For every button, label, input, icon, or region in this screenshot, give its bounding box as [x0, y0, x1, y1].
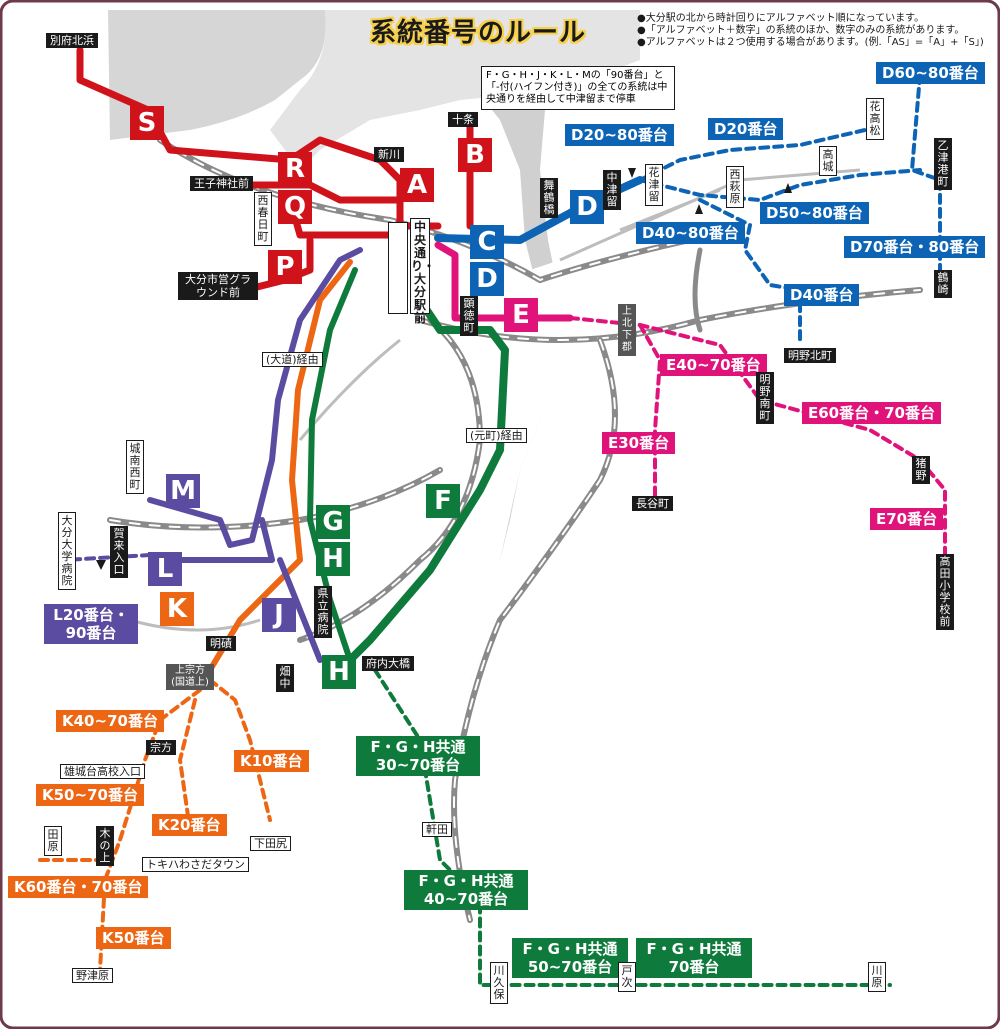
stop-oujijinja: 王子神社前: [190, 176, 253, 191]
stop-hanatsudome: 花津留: [645, 164, 663, 206]
stop-munakata: 宗方: [146, 740, 176, 755]
stop-hanatakamatsu: 花高松: [866, 98, 884, 140]
stop-kentoku: 顕徳町: [460, 296, 478, 336]
stop-hatanaka: 畑中: [276, 664, 294, 692]
route-letter-d: D: [470, 262, 504, 296]
route-letter-h-south: H: [322, 655, 356, 689]
route-letter-q: Q: [278, 190, 312, 224]
stop-tahara: 田原: [44, 826, 62, 856]
stop-juujou: 十条: [448, 112, 478, 127]
route-label-e60-70: E60番台・70番台: [802, 402, 941, 424]
route-letter-p: P: [268, 250, 302, 284]
route-label-k50-70: K50~70番台: [36, 784, 144, 806]
route-label-k10: K10番台: [234, 750, 309, 772]
stop-kawahara: 川原: [868, 962, 886, 992]
route-label-k60-70: K60番台・70番台: [8, 876, 149, 898]
stop-akeno-minami: 明野南町: [756, 372, 774, 424]
stop-takajou: 高城: [819, 146, 837, 176]
route-letter-e: E: [504, 298, 538, 332]
stop-nokita: 軒田: [422, 822, 452, 837]
route-label-fgh-50-70: F・G・H共通 50~70番台: [512, 938, 628, 978]
route-label-k40-70: K40~70番台: [56, 710, 164, 732]
stop-myouban: 明磧: [206, 636, 236, 651]
stop-akeno-kita: 明野北町: [784, 348, 836, 363]
route-label-e70: E70番台: [870, 508, 944, 530]
stop-funaiohashi: 府内大橋: [362, 656, 414, 671]
route-letter-h: H: [316, 542, 350, 576]
stop-toji: 戸次: [618, 962, 636, 992]
stop-kaku-iriguchi: 賀来入口: [110, 526, 128, 578]
stop-tsurusaki: 鶴崎: [934, 270, 952, 298]
central-route-callout: F・G・H・J・K・L・Mの「90番台」と「-付(ハイフン付き)」の全ての系統は…: [481, 66, 675, 110]
route-label-k50: K50番台: [96, 927, 171, 949]
route-letter-s: S: [130, 106, 164, 140]
via-daidou: (大道)経由: [262, 352, 323, 367]
note-3: ●アルファベットは２つ使用する場合があります。(例.「AS」=「A」+「S」): [637, 37, 984, 48]
route-letter-g: G: [316, 505, 350, 539]
stop-kinoue: 木の上: [96, 826, 114, 866]
coast-area: [270, 10, 640, 170]
route-letter-b: B: [458, 138, 492, 172]
center-station-label: 中央通り・大分駅前: [410, 218, 436, 325]
stop-takada: 高田小学校前: [936, 554, 954, 630]
stop-inokino: 猪野: [912, 456, 930, 484]
route-letter-d-east: D: [570, 190, 604, 224]
route-label-fgh-70: F・G・H共通 70番台: [636, 938, 752, 978]
stop-hasedani: 長谷町: [632, 496, 673, 511]
stop-ottsukou: 乙津港町: [934, 138, 952, 190]
stop-tokiwa: トキハわさだタウン: [142, 857, 249, 872]
land-south: [108, 180, 920, 930]
stop-shinkawa: 新川: [374, 147, 404, 162]
stop-noduhara: 野津原: [72, 968, 113, 983]
page-title: 系統番号のルール: [370, 18, 587, 48]
route-label-e30: E30番台: [602, 432, 676, 454]
route-label-d40-80: D40~80番台: [636, 222, 745, 244]
center-station-label-2: [388, 222, 408, 314]
stop-kawakubo: 川久保: [490, 962, 508, 1004]
route-label-d20: D20番台: [708, 118, 784, 140]
route-letter-k: K: [160, 592, 194, 626]
legend-notes: ●大分駅の北から時計回りにアルファベット順になっています。 ●「アルファベット＋…: [637, 13, 984, 49]
via-motomachi: (元町)経由: [466, 428, 527, 443]
route-letter-r: R: [278, 152, 312, 186]
stop-kamimunakata: 上宗方(国道上): [166, 664, 214, 690]
stop-nishikasuga: 西春日町: [254, 192, 272, 246]
note-1: ●大分駅の北から時計回りにアルファベット順になっています。: [637, 13, 925, 24]
route-letter-j: J: [262, 598, 296, 632]
stop-kenritsu: 県立病院: [314, 586, 332, 638]
stop-maizuru: 舞鶴橋: [540, 178, 558, 218]
route-letter-a: A: [400, 168, 434, 202]
route-label-fgh-40-70: F・G・H共通 40~70番台: [404, 870, 528, 910]
route-label-fgh-30-70: F・G・H共通 30~70番台: [356, 736, 480, 776]
stop-nishihagi: 西萩原: [726, 166, 744, 208]
stop-kenboku: 上北下郡: [618, 304, 636, 356]
route-letter-m: M: [166, 474, 200, 508]
route-label-d50-80: D50~80番台: [760, 202, 869, 224]
stop-beppu-kitahama: 別府北浜: [46, 33, 98, 48]
stop-markers: [96, 168, 792, 570]
stop-jounan: 城南西町: [126, 440, 144, 494]
route-label-k20: K20番台: [152, 814, 227, 836]
route-label-d20-80: D20~80番台: [565, 124, 674, 146]
route-label-e40-70: E40~70番台: [660, 354, 767, 376]
stop-oita-univ: 大分大学病院: [58, 512, 76, 590]
stop-nakatsuru: 中津留: [603, 170, 621, 210]
route-letter-f: F: [426, 484, 460, 518]
route-label-d60-80: D60~80番台: [876, 62, 985, 84]
stop-yuujou: 雄城台高校入口: [60, 764, 145, 779]
stop-shimotabaru: 下田尻: [250, 836, 291, 851]
route-letter-l: L: [148, 552, 182, 586]
route-label-d40: D40番台: [784, 284, 860, 306]
stop-shiei-ground: 大分市営グラウンド前: [178, 272, 258, 300]
route-letter-c: C: [470, 225, 504, 259]
note-2: ●「アルファベット＋数字」の系統のほか、数字のみの系統があります。: [637, 25, 965, 36]
route-label-d70-80: D70番台・80番台: [844, 236, 986, 258]
route-label-l20-90: L20番台・90番台: [44, 604, 138, 644]
